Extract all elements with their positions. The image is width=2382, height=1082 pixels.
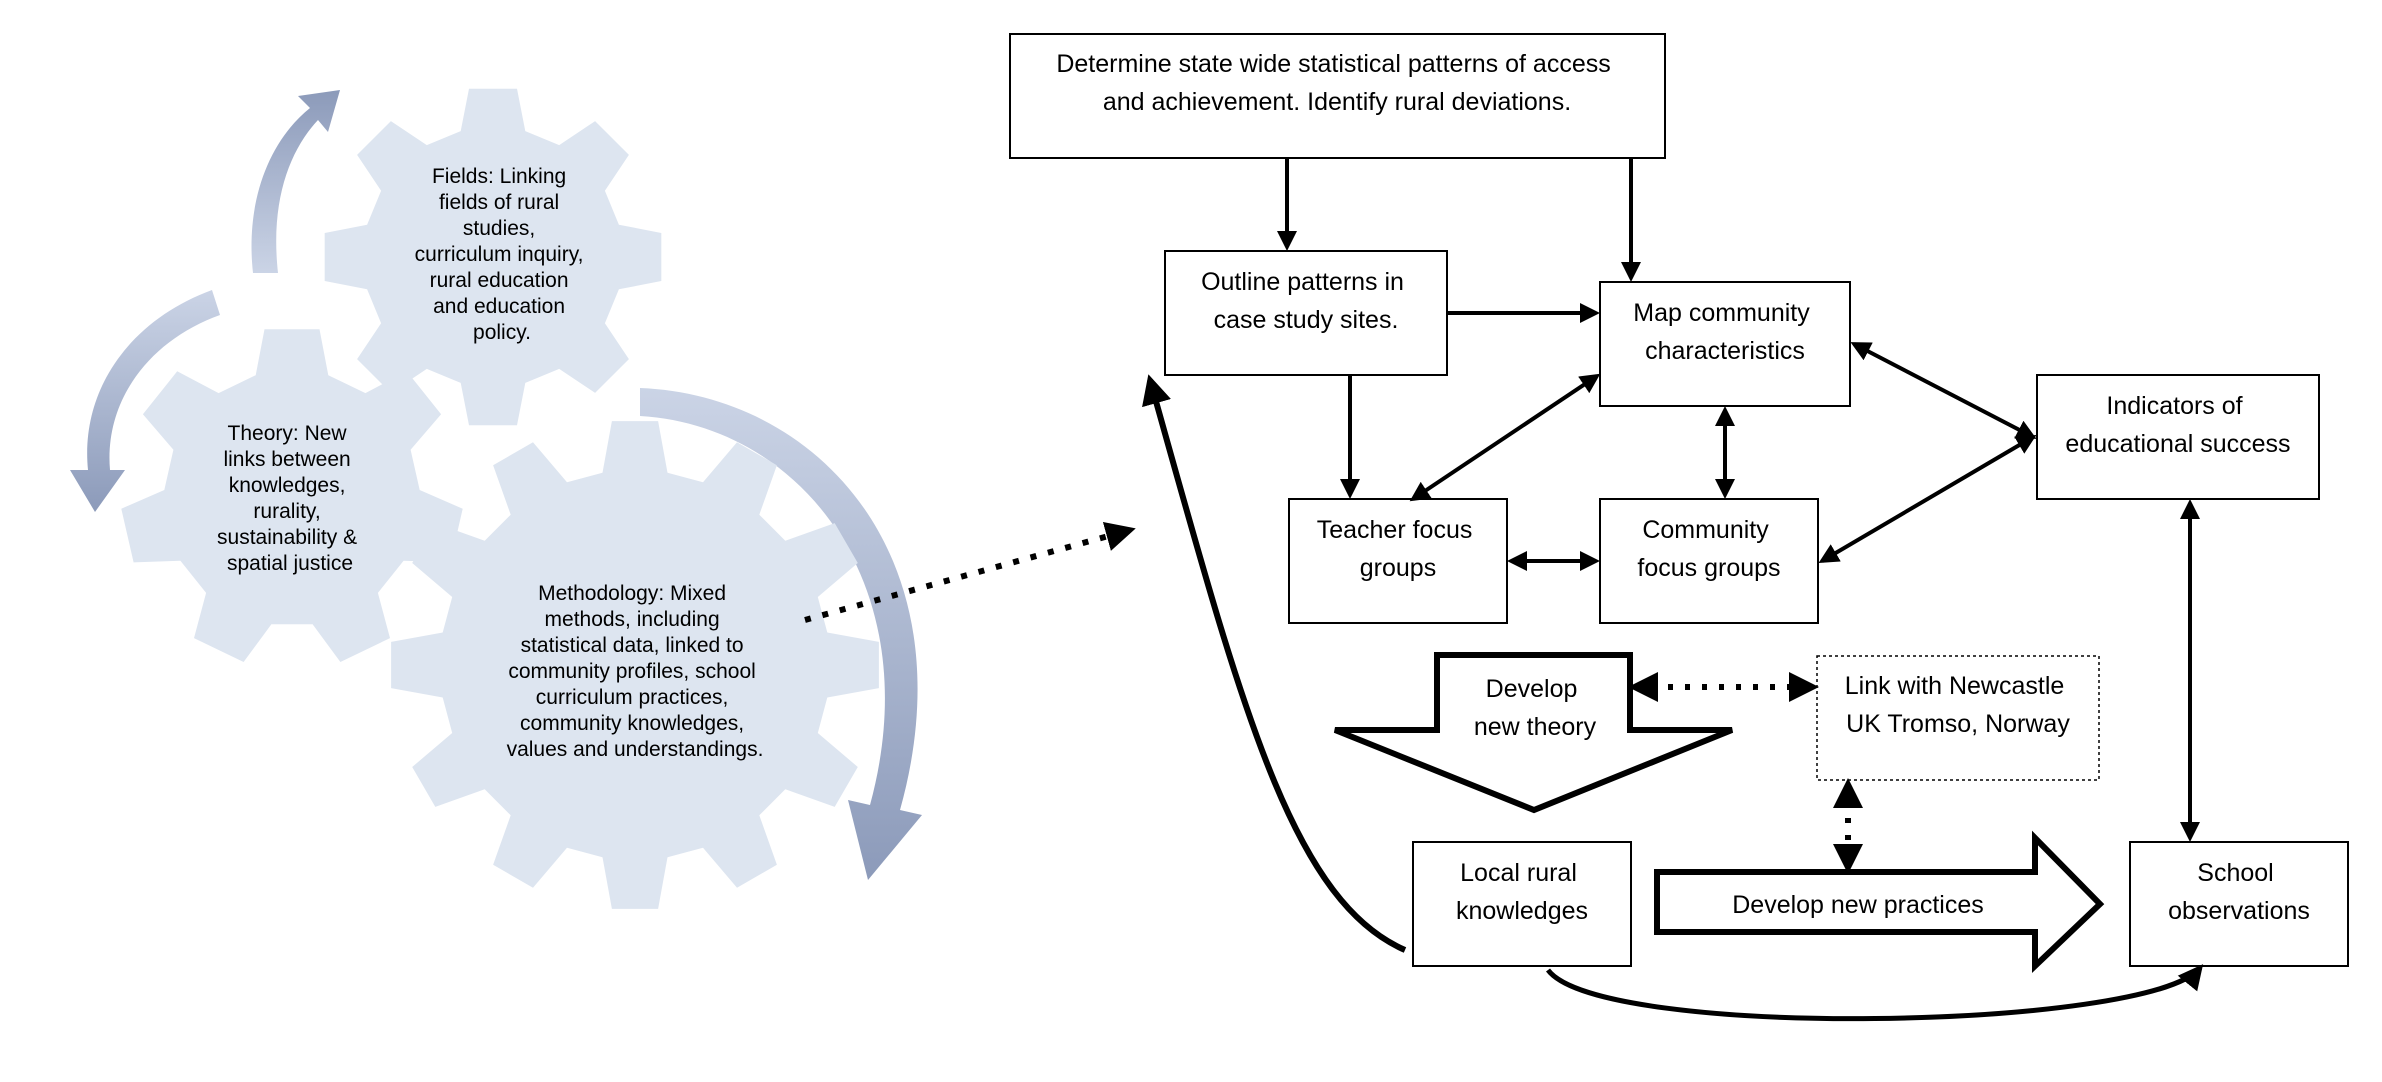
develop-practices-right-arrow	[1654, 830, 2105, 974]
box-state-patterns-label: Determine state wide statistical pattern…	[1056, 50, 1617, 116]
dotted-link-methodology	[804, 521, 1136, 623]
arrow-community-indicators	[1818, 434, 2037, 564]
box-local-rural-label: Local rural knowledges	[1456, 859, 1588, 925]
box-community-focus	[1599, 498, 1819, 624]
box-link-newcastle-label: Link with Newcastle UK Tromso, Norway	[1845, 672, 2071, 738]
gear-methodology	[391, 421, 879, 909]
box-indicators-label: Indicators of educational success	[2065, 392, 2290, 458]
develop-theory-down-arrow	[1333, 652, 1734, 814]
develop-practices-label: Develop new practices	[1732, 891, 1984, 919]
cycle-arrow-right	[640, 388, 922, 880]
gear-cycle: Fields: Linking fields of rural studies,…	[70, 88, 922, 909]
curve-local-to-outline	[1142, 374, 1407, 953]
box-community-focus-label: Community focus groups	[1637, 516, 1780, 582]
box-teacher-focus-label: Teacher focus groups	[1317, 516, 1480, 582]
box-map-community-label: Map community characteristics	[1633, 299, 1816, 365]
arrow-teacher-map	[1409, 373, 1601, 502]
box-link-newcastle	[1816, 655, 2100, 781]
develop-theory-label: Develop new theory	[1474, 675, 1597, 741]
box-school-observations-label: School observations	[2168, 859, 2310, 925]
gear-fields	[324, 88, 662, 426]
box-school-observations	[2129, 841, 2349, 967]
box-teacher-focus	[1288, 498, 1508, 624]
gear-fields-label: Fields: Linking fields of rural studies,…	[415, 165, 590, 344]
gear-theory	[121, 329, 463, 662]
box-map-community	[1599, 281, 1851, 407]
box-local-rural	[1412, 841, 1632, 967]
box-outline-patterns	[1164, 250, 1448, 376]
cycle-arrow-up	[251, 90, 340, 273]
box-outline-patterns-label: Outline patterns in case study sites.	[1201, 268, 1411, 334]
gear-theory-label: Theory: New links between knowledges, ru…	[217, 422, 363, 575]
cycle-arrow-left	[70, 290, 220, 512]
curve-local-to-school	[1546, 964, 2204, 1022]
arrow-map-indicators	[1850, 342, 2037, 439]
gear-methodology-label: Methodology: Mixed methods, including st…	[507, 582, 764, 761]
box-indicators	[2036, 374, 2320, 500]
box-state-patterns	[1009, 33, 1666, 159]
